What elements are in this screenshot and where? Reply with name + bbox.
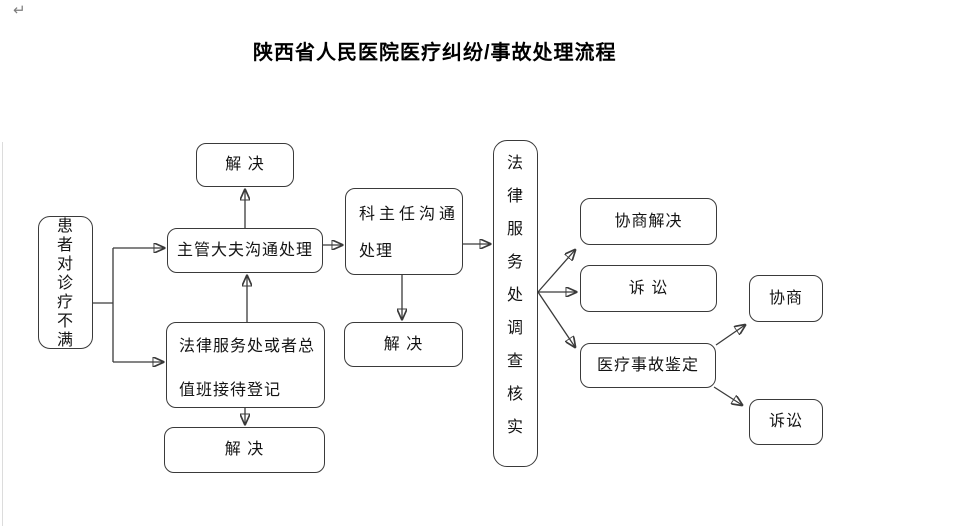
dept-director-line1: 科主任沟通 <box>359 206 460 223</box>
node-negotiation: 协商 <box>749 275 823 322</box>
node-chief-doctor-communication: 主管大夫沟通处理 <box>167 228 323 273</box>
arrow-appraisal-to-negotiation <box>715 325 745 346</box>
legal-reception-line1: 法律服务处或者总 <box>179 338 316 355</box>
node-resolve-bottom: 解 决 <box>164 427 325 473</box>
paragraph-mark-icon: ↵ <box>13 2 26 19</box>
node-legal-investigation: 法 律 服 务 处 调 查 核 实 <box>493 140 538 467</box>
node-negotiated-settlement: 协商解决 <box>580 198 717 245</box>
node-litigation: 诉 讼 <box>580 265 717 312</box>
node-resolve-top: 解 决 <box>196 143 294 187</box>
node-dept-director-communication: 科主任沟通 处理 <box>345 188 463 275</box>
node-accident-appraisal: 医疗事故鉴定 <box>580 343 716 388</box>
node-resolve-mid: 解 决 <box>344 322 463 367</box>
arrow-investigation-to-negotiated-settlement <box>537 250 575 293</box>
arrow-investigation-to-appraisal <box>537 291 575 347</box>
node-legal-reception: 法律服务处或者总 值班接待登记 <box>166 322 325 408</box>
dept-director-line2: 处理 <box>359 243 394 260</box>
node-litigation-final: 诉讼 <box>749 399 823 445</box>
arrow-appraisal-to-litigation-final <box>713 386 742 405</box>
flowchart-title: 陕西省人民医院医疗纠纷/事故处理流程 <box>253 42 617 64</box>
node-patient-dissatisfied: 患 者 对 诊 疗 不 满 <box>38 216 93 349</box>
left-margin-rule <box>2 142 3 526</box>
legal-reception-line2: 值班接待登记 <box>179 382 282 399</box>
